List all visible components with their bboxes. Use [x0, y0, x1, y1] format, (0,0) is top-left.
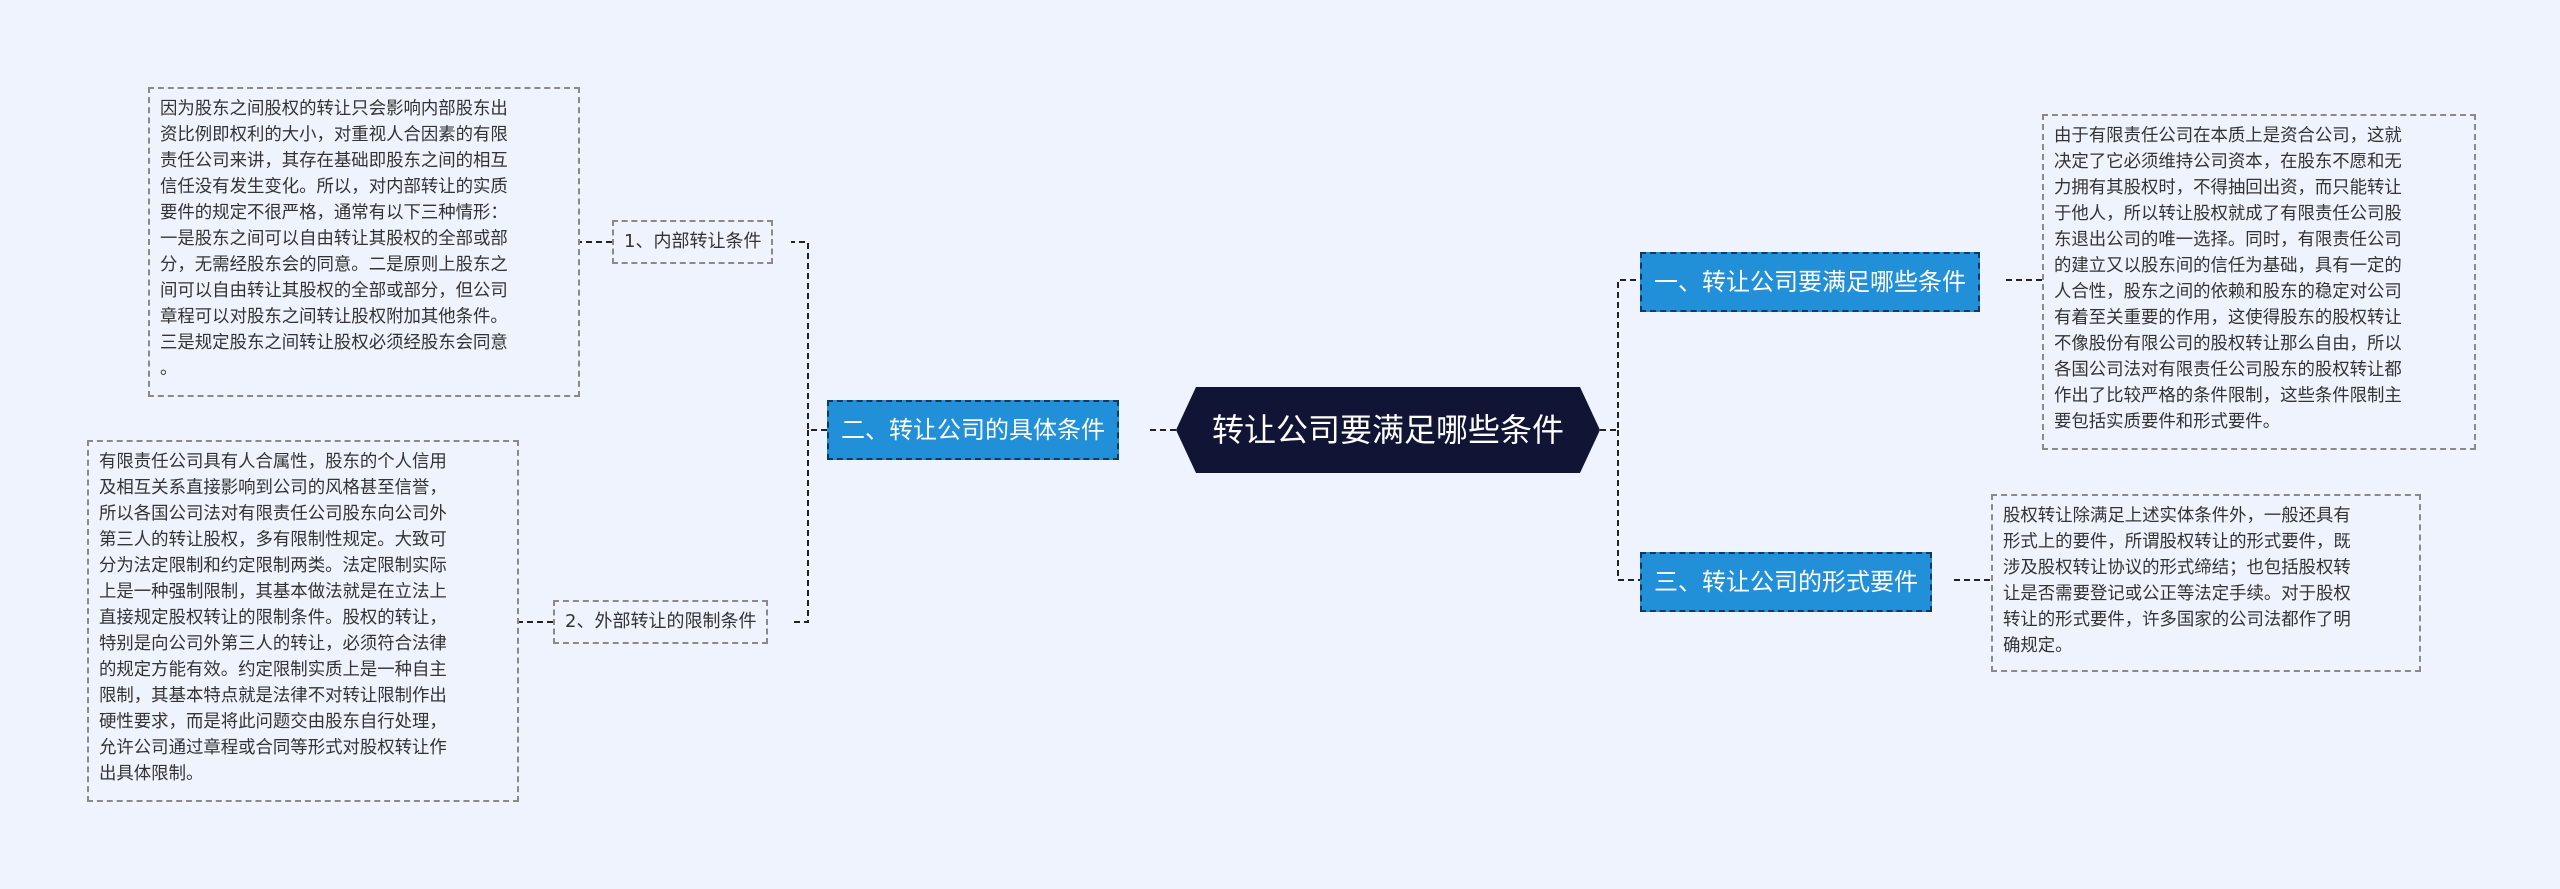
root-topic-label: 转让公司要满足哪些条件	[1211, 411, 1564, 449]
sub-external-transfer[interactable]: 2、外部转让的限制条件	[553, 600, 769, 644]
internal-transfer-text: 因为股东之间股权的转让只会影响内部股东出 资比例即权利的大小，对重视人合因素的有…	[160, 99, 508, 379]
conditions-text: 由于有限责任公司在本质上是资合公司，这就 决定了它必须维持公司资本，在股东不愿和…	[2054, 126, 2402, 432]
sub-internal-transfer-label: 1、内部转让条件	[624, 231, 762, 252]
branch-formal-requirements-label: 三、转让公司的形式要件	[1654, 568, 1918, 596]
sub-internal-transfer[interactable]: 1、内部转让条件	[612, 220, 774, 264]
branch-conditions-label: 一、转让公司要满足哪些条件	[1654, 268, 1966, 296]
internal-transfer-text-box: 因为股东之间股权的转让只会影响内部股东出 资比例即权利的大小，对重视人合因素的有…	[148, 87, 580, 397]
external-transfer-text-box: 有限责任公司具有人合属性，股东的个人信用 及相互关系直接影响到公司的风格甚至信誉…	[87, 440, 519, 802]
external-transfer-text: 有限责任公司具有人合属性，股东的个人信用 及相互关系直接影响到公司的风格甚至信誉…	[99, 452, 447, 784]
conditions-text-box: 由于有限责任公司在本质上是资合公司，这就 决定了它必须维持公司资本，在股东不愿和…	[2042, 114, 2476, 450]
branch-formal-requirements[interactable]: 三、转让公司的形式要件	[1640, 552, 1932, 612]
branch-specific-conditions[interactable]: 二、转让公司的具体条件	[827, 400, 1119, 460]
sub-external-transfer-label: 2、外部转让的限制条件	[565, 611, 757, 632]
branch-specific-conditions-label: 二、转让公司的具体条件	[841, 416, 1105, 444]
formal-requirements-text: 股权转让除满足上述实体条件外，一般还具有 形式上的要件，所谓股权转让的形式要件，…	[2003, 506, 2351, 656]
root-topic[interactable]: 转让公司要满足哪些条件	[1176, 387, 1600, 473]
formal-requirements-text-box: 股权转让除满足上述实体条件外，一般还具有 形式上的要件，所谓股权转让的形式要件，…	[1991, 494, 2421, 672]
branch-conditions[interactable]: 一、转让公司要满足哪些条件	[1640, 252, 1980, 312]
